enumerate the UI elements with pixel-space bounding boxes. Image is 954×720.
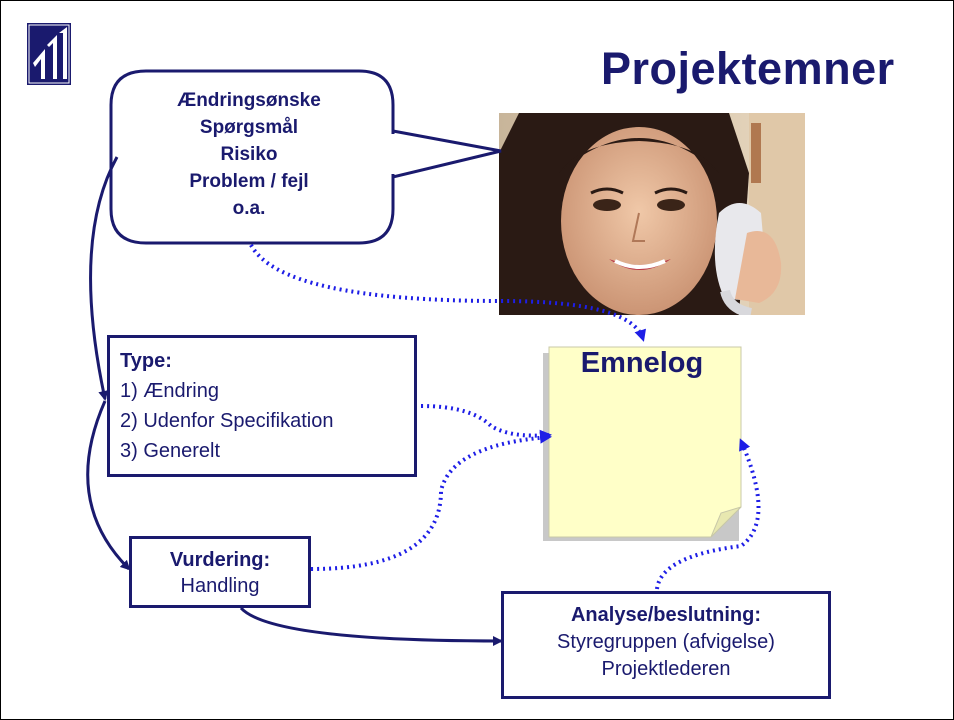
vurdering-heading: Vurdering:	[169, 549, 271, 571]
woman-on-phone-photo	[499, 113, 805, 315]
company-logo-icon	[27, 23, 71, 85]
type-item: 3) Generelt	[120, 440, 221, 462]
dotted-type-to-emnelog	[420, 404, 552, 442]
analyse-line: Styregruppen (afvigelse)	[557, 631, 775, 653]
arrow-vurdering-to-analyse	[239, 606, 503, 646]
callout-line: Risiko	[220, 144, 278, 165]
analyse-heading: Analyse/beslutning:	[570, 604, 762, 626]
callout-line: Spørgsmål	[199, 117, 299, 138]
analyse-box: Analyse/beslutning: Styregruppen (afvige…	[501, 591, 831, 699]
analyse-line: Projektlederen	[601, 658, 731, 680]
type-item: 1) Ændring	[120, 380, 219, 402]
type-box: Type: 1) Ændring 2) Udenfor Specifikatio…	[107, 335, 417, 477]
type-heading: Type:	[120, 350, 172, 372]
dotted-analyse-to-emnelog	[655, 438, 761, 590]
emnelog-label: Emnelog	[580, 347, 704, 379]
vurdering-text: Handling	[180, 575, 260, 597]
vurdering-box: Vurdering: Handling	[129, 536, 311, 608]
type-item: 2) Udenfor Specifikation	[120, 410, 334, 432]
callout-line: o.a.	[232, 198, 266, 219]
page-title: Projektemner	[601, 43, 895, 94]
callout-text: Ændringsønske Spørgsmål Risiko Problem /…	[129, 87, 369, 222]
callout-line: Ændringsønske	[177, 90, 321, 111]
callout-line: Problem / fejl	[189, 171, 309, 192]
